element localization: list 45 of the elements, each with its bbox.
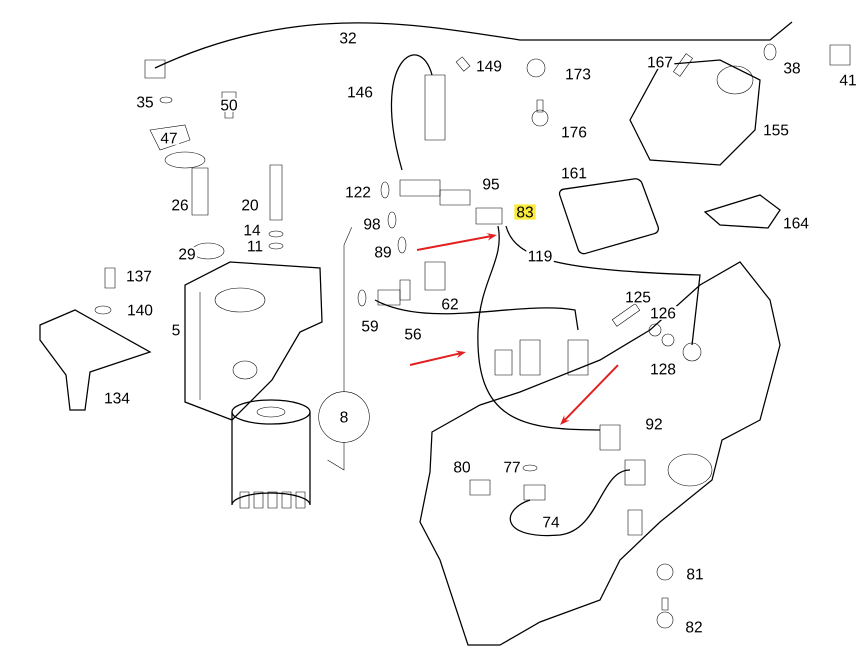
callout-number: 11 <box>246 239 264 253</box>
callout-number: 5 <box>170 323 182 337</box>
callout-number: 164 <box>782 216 810 230</box>
callout-number: 14 <box>242 223 262 237</box>
callout-number: 140 <box>126 303 154 317</box>
callout-number: 125 <box>624 290 652 304</box>
callout-number: 81 <box>685 567 706 581</box>
callout-number: 41 <box>838 73 858 87</box>
callout-number: 126 <box>648 306 678 320</box>
callout-number: 89 <box>373 245 394 259</box>
callout-number: 47 <box>159 131 179 145</box>
callout-number: 29 <box>177 247 197 261</box>
callout-number: 155 <box>762 123 790 137</box>
callout-number: 176 <box>560 125 588 139</box>
callout-number: 59 <box>360 319 380 333</box>
callout-number: 74 <box>541 515 562 529</box>
callout-number: 149 <box>474 59 504 73</box>
callout-number: 50 <box>219 98 240 112</box>
oil-filter-drawing <box>231 399 311 508</box>
callout-number: 167 <box>646 55 674 69</box>
callout-number: 80 <box>452 460 472 474</box>
callout-number: 92 <box>644 417 664 431</box>
callout-number: 173 <box>564 67 592 81</box>
callout-number: 95 <box>481 177 502 191</box>
callout-number: 56 <box>403 327 424 341</box>
callout-number: 134 <box>102 391 132 405</box>
callout-number: 128 <box>648 362 678 376</box>
callout-number: 20 <box>240 198 260 212</box>
callout-number: 62 <box>440 297 460 311</box>
callout-number: 83 <box>514 204 536 220</box>
callout-number: 77 <box>502 460 522 474</box>
callout-number: 38 <box>782 61 802 75</box>
callout-number: 122 <box>344 185 372 199</box>
filter-housing-drawing <box>184 261 323 421</box>
callout-number: 32 <box>338 31 358 45</box>
callout-number: 82 <box>684 620 704 634</box>
callout-number: 35 <box>135 95 155 109</box>
leader-line <box>327 442 344 470</box>
callout-number: 26 <box>170 198 190 212</box>
callout-number: 119 <box>526 249 554 263</box>
callout-number: 98 <box>362 217 382 231</box>
callout-number: 161 <box>560 166 588 180</box>
callout-number: 137 <box>124 269 154 283</box>
callout-number: 146 <box>346 85 374 99</box>
leader-line <box>344 226 352 392</box>
